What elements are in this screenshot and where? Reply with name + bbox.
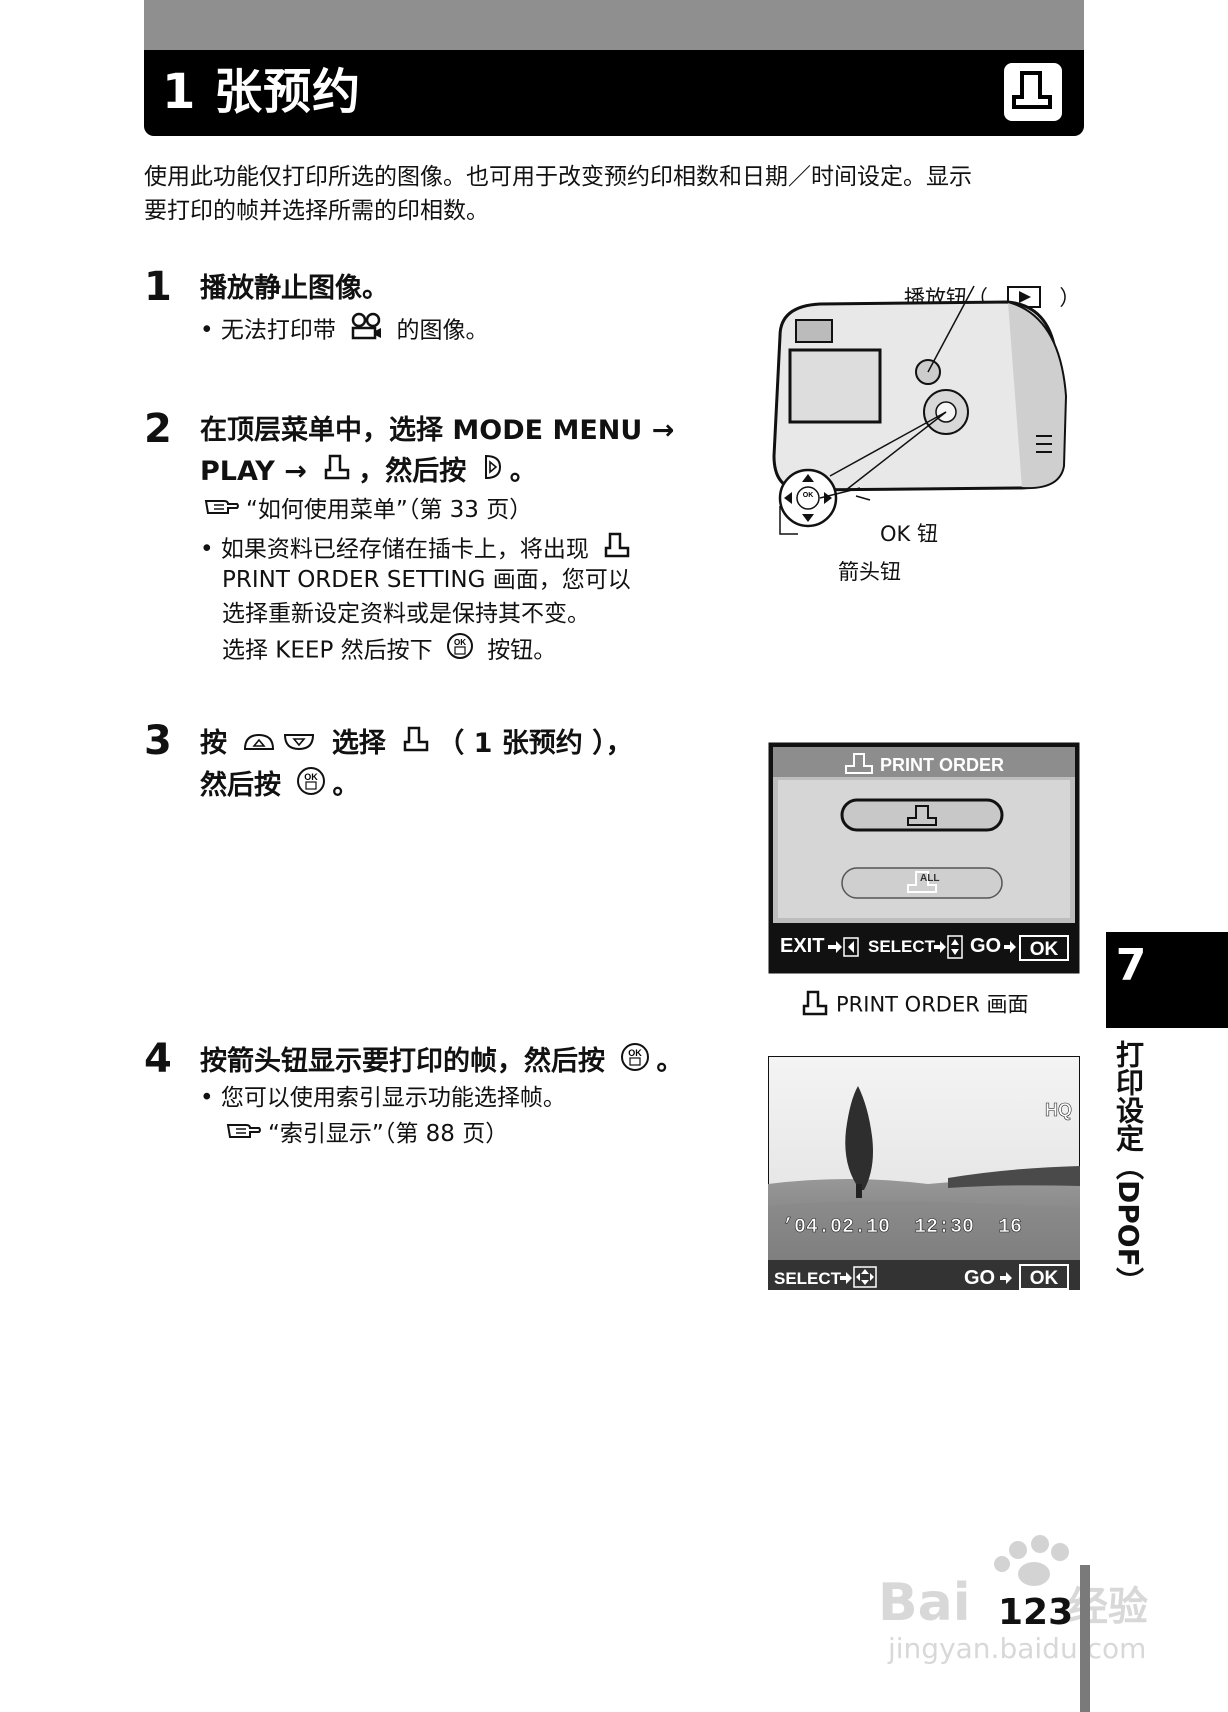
intro-line-2: 要打印的帧并选择所需的印相数。 bbox=[144, 198, 489, 224]
footer-exit: EXIT bbox=[780, 935, 824, 957]
step-2-number: 2 bbox=[144, 406, 172, 452]
step-2-heading-line-2: PLAY → ，然后按 。 bbox=[200, 452, 537, 493]
step-4-reference: “索引显示”（第 88 页） bbox=[226, 1118, 508, 1151]
step-4-bullet: • 您可以使用索引显示功能选择帧。 bbox=[200, 1085, 566, 1111]
footer-select: SELECT bbox=[868, 937, 936, 956]
page-number: 123 bbox=[998, 1592, 1074, 1633]
svg-text:OK: OK bbox=[305, 772, 319, 782]
print-order-icon bbox=[800, 988, 830, 1023]
ok-button-icon: OK bbox=[620, 1042, 650, 1083]
page-title: 1 张预约 bbox=[162, 64, 362, 120]
preview-footer-go: GO bbox=[964, 1267, 995, 1289]
step-1-number: 1 bbox=[144, 264, 172, 310]
step-3-heading-line-2: 然后按 OK 。 bbox=[200, 766, 359, 807]
quality-badge: HQ bbox=[1045, 1100, 1072, 1120]
ok-button-icon: OK bbox=[296, 766, 326, 807]
step-2-bullet-line-3: 选择重新设定资料或是保持其不变。 bbox=[222, 601, 590, 627]
print-order-screen-caption: PRINT ORDER 画面 bbox=[800, 988, 1029, 1023]
watermark-brand: Bai bbox=[878, 1573, 971, 1633]
pointing-hand-icon bbox=[226, 1118, 262, 1151]
page-rule bbox=[1080, 1565, 1090, 1712]
all-label: ALL bbox=[920, 873, 939, 884]
camera-illustration: OK bbox=[760, 276, 1078, 582]
preview-footer-select: SELECT bbox=[774, 1269, 842, 1288]
footer-go: GO bbox=[970, 935, 1001, 957]
svg-text:OK: OK bbox=[454, 638, 466, 647]
header-band bbox=[144, 0, 1084, 54]
step-2-bullet-1: • 如果资料已经存储在插卡上，将出现 bbox=[200, 530, 638, 570]
print-order-icon bbox=[401, 724, 431, 765]
arrow-up-button-icon bbox=[242, 726, 276, 764]
step-4-heading: 按箭头钮显示要打印的帧，然后按 OK 。 bbox=[200, 1042, 683, 1083]
step-1-heading: 播放静止图像。 bbox=[200, 273, 389, 304]
arrow-down-button-icon bbox=[282, 726, 316, 764]
watermark-url: jingyan.baidu.com bbox=[887, 1632, 1146, 1665]
intro-line-1: 使用此功能仅打印所选的图像。也可用于改变预约印相数和日期／时间设定。显示 bbox=[144, 164, 972, 190]
preview-footer-ok: OK bbox=[1030, 1268, 1059, 1289]
chapter-tab bbox=[1106, 932, 1228, 1028]
step-4-number: 4 bbox=[144, 1036, 172, 1082]
ok-button-label: OK 钮 bbox=[880, 522, 938, 546]
step-2-bullet-line-4: 选择 KEEP 然后按下 OK 按钮。 bbox=[222, 632, 556, 670]
print-order-icon bbox=[322, 452, 352, 493]
print-order-icon bbox=[602, 530, 632, 570]
header-bar bbox=[144, 50, 1084, 136]
print-order-screen: PRINT ORDER ALL EXIT SELECT GO OK bbox=[768, 742, 1080, 974]
movie-icon bbox=[349, 312, 383, 350]
step-2-reference: “如何使用菜单”（第 33 页） bbox=[204, 494, 532, 527]
pointing-hand-icon bbox=[204, 494, 240, 527]
print-order-screen-title: PRINT ORDER bbox=[880, 755, 1004, 775]
arrow-pad-label: 箭头钮 bbox=[838, 560, 901, 584]
step-2-bullet-line-2: PRINT ORDER SETTING 画面，您可以 bbox=[222, 567, 631, 593]
chapter-number: 7 bbox=[1115, 940, 1147, 991]
step-3-heading-line-1: 按 选择 （ 1 张预约 ）， bbox=[200, 724, 633, 765]
frame-preview-screen: HQ ’04.02.10 12:30 16 SELECT GO OK bbox=[767, 1055, 1081, 1291]
ok-button-icon: OK bbox=[446, 632, 474, 670]
ok-key-text: OK bbox=[803, 492, 814, 499]
footer-ok: OK bbox=[1030, 939, 1059, 960]
step-3-number: 3 bbox=[144, 718, 172, 764]
chapter-title: 打印设定（DPOF） bbox=[1112, 1040, 1145, 1295]
step-2-heading-line-1: 在顶层菜单中，选择 MODE MENU → bbox=[200, 415, 675, 446]
preview-datetime: ’04.02.10 12:30 16 bbox=[782, 1216, 1022, 1239]
step-1-bullet: • 无法打印带 的图像。 bbox=[200, 312, 489, 350]
arrow-right-button-icon bbox=[482, 452, 504, 493]
svg-text:OK: OK bbox=[629, 1048, 643, 1058]
print-order-icon bbox=[1004, 63, 1062, 121]
